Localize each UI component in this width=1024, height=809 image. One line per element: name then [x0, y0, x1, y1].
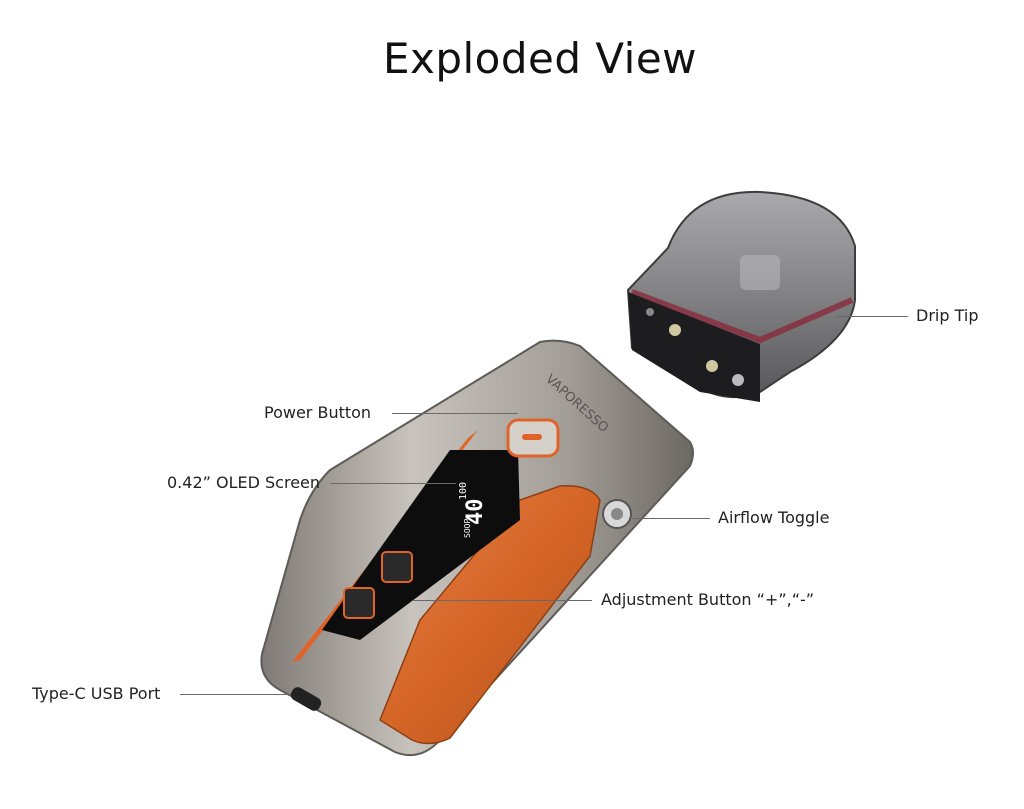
label-oled-screen: 0.42” OLED Screen [167, 473, 321, 492]
leader-drip-tip [836, 316, 908, 317]
readout-top: 100 [458, 482, 469, 500]
pod-cartridge [626, 190, 856, 402]
leader-adjustment-button [412, 600, 592, 601]
readout-mode: SOOP [463, 519, 472, 538]
leader-usb-port [180, 694, 288, 695]
label-airflow-toggle: Airflow Toggle [718, 508, 830, 527]
label-usb-port: Type-C USB Port [32, 684, 161, 703]
label-adjustment-button: Adjustment Button “+”,“-” [601, 590, 815, 609]
oled-readout: 100 40 SOOP [458, 482, 488, 538]
leader-power-button [392, 413, 518, 414]
page-title: Exploded View [382, 34, 698, 83]
label-power-button: Power Button [264, 403, 372, 422]
readout-main: 40 [463, 499, 488, 526]
label-drip-tip: Drip Tip [916, 306, 979, 325]
leader-oled-screen [330, 483, 456, 484]
leader-airflow-toggle [632, 518, 710, 519]
device-body [260, 339, 694, 756]
